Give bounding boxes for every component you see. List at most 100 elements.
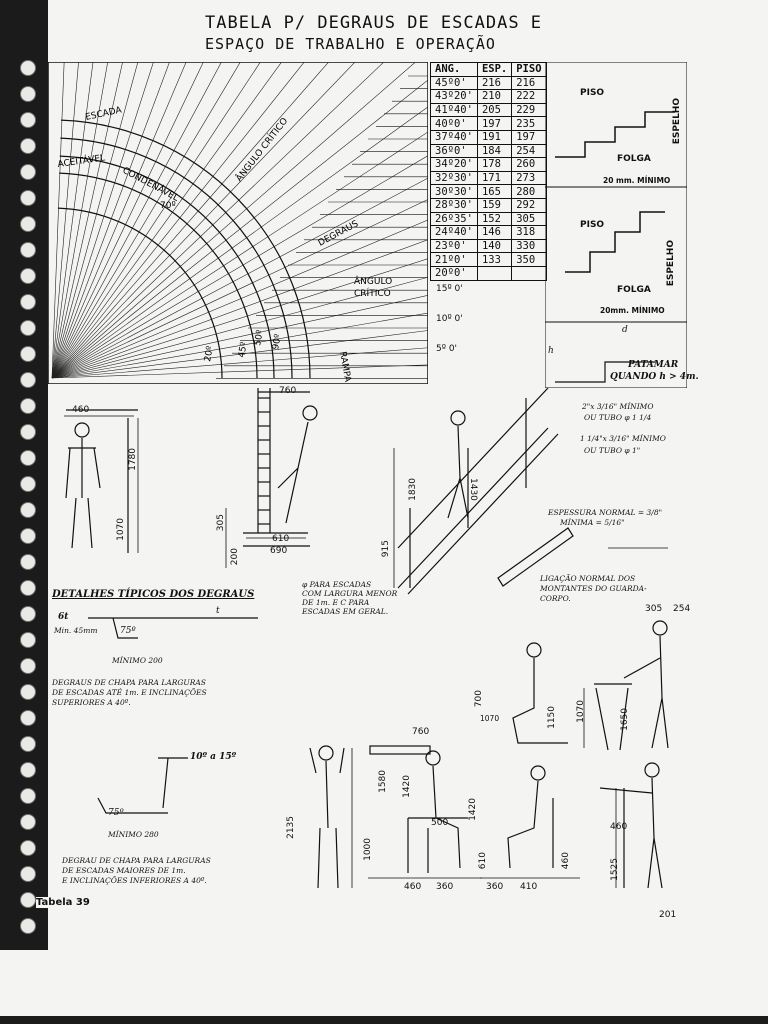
note-rail-1: 2"x 3/16" MÍNIMO	[582, 402, 654, 411]
spiral-binding	[0, 0, 48, 950]
label-patamar: PATAMAR	[628, 360, 679, 370]
dim-410: 410	[520, 882, 538, 892]
binding-hole	[20, 502, 36, 518]
label-critico: CRÍTICO	[354, 287, 391, 299]
cell-ang: 40º0'	[430, 116, 478, 131]
cell-esp: 205	[476, 102, 513, 118]
ergonomic-figures	[64, 388, 669, 889]
label-min200: MÍNIMO 200	[112, 656, 163, 665]
cell-ang: 34º20'	[430, 157, 478, 172]
angle-arc	[60, 137, 293, 379]
cell-piso: 305	[511, 211, 547, 227]
label-escada: ESCADA	[85, 105, 124, 123]
angle-ray	[51, 62, 356, 379]
dim-1650: 1650	[620, 708, 630, 731]
angle-ray	[51, 276, 428, 379]
angle-arc	[57, 207, 223, 379]
dim-254: 254	[673, 604, 691, 614]
dim-1580: 1580	[378, 770, 388, 793]
note-chapa-1c: SUPERIORES A 40º.	[52, 698, 131, 707]
dim-460-d: 460	[610, 822, 628, 832]
bottom-edge	[0, 1016, 768, 1024]
binding-hole	[20, 710, 36, 726]
binding-hole	[20, 450, 36, 466]
note-espessura-2: MÍNIMA = 5/16"	[560, 518, 625, 527]
angle-ray	[51, 219, 428, 379]
label-angulo: ÂNGULO	[354, 275, 392, 287]
binding-hole	[20, 658, 36, 674]
binding-hole	[20, 138, 36, 154]
label-h: h	[548, 346, 554, 356]
note-chapa-2c: E INCLINAÇÕES INFERIORES A 40º.	[62, 876, 207, 885]
dim-760-a: 760	[279, 386, 297, 396]
binding-hole	[20, 892, 36, 908]
label-folga-2: FOLGA	[617, 285, 651, 295]
angle-arc	[60, 119, 311, 379]
cell-esp: 159	[476, 197, 513, 213]
angle-10: 10º 0'	[436, 314, 463, 324]
dim-760-b: 760	[412, 727, 430, 737]
dim-610-b: 610	[478, 852, 488, 870]
dim-1070-a: 1070	[116, 518, 126, 541]
binding-hole	[20, 60, 36, 76]
angle-ray	[51, 62, 109, 379]
binding-hole	[20, 424, 36, 440]
cell-esp: 152	[476, 211, 513, 227]
cell-piso: 216	[511, 75, 547, 91]
label-angulo-critico-top: ÂNGULO CRÍTICO	[233, 115, 290, 184]
note-rail-2b: OU TUBO φ 1"	[584, 446, 641, 455]
page-title: TABELA P/ DEGRAUS DE ESCADAS E	[205, 13, 543, 33]
cell-esp: 178	[476, 157, 513, 172]
label-75-a: 75º	[120, 626, 136, 636]
cell-esp: 216	[476, 75, 513, 91]
binding-hole	[20, 528, 36, 544]
label-piso-2: PISO	[580, 220, 605, 230]
dim-305-a: 305	[216, 514, 226, 532]
label-piso-1: PISO	[580, 88, 605, 98]
binding-hole	[20, 372, 36, 388]
cell-ang: 36º0'	[430, 143, 478, 159]
angle-ray	[51, 62, 261, 379]
angle-arc	[59, 172, 258, 379]
cell-esp	[476, 265, 513, 281]
cell-piso: 197	[511, 129, 547, 145]
note-espessura: ESPESSURA NORMAL = 3/8"	[548, 508, 663, 517]
label-45deg: 45º	[237, 341, 250, 358]
dim-1525: 1525	[610, 858, 620, 881]
binding-hole	[20, 320, 36, 336]
dim-1830: 1830	[408, 478, 418, 501]
angle-ray	[51, 258, 428, 379]
angle-5: 5º 0'	[436, 344, 458, 354]
binding-hole	[20, 86, 36, 102]
note-rail-2: 1 1/4"x 3/16" MÍNIMO	[580, 434, 666, 443]
dim-460-a: 460	[72, 405, 90, 415]
label-min45: Min. 45mm	[54, 626, 98, 635]
cell-esp: 191	[476, 129, 513, 145]
section-detalhes: DETALHES TÍPICOS DOS DEGRAUS	[52, 589, 255, 600]
binding-hole	[20, 216, 36, 232]
cell-ang: 23º0'	[430, 238, 478, 254]
binding-hole	[20, 242, 36, 258]
note-chapa-2b: DE ESCADAS MAIORES DE 1m.	[62, 866, 186, 875]
dim-1420-a: 1420	[402, 775, 412, 798]
cell-ang: 30º30'	[430, 184, 478, 199]
dim-460-c: 460	[404, 882, 422, 892]
label-20mm-1: 20 mm. MÍNIMO	[603, 176, 671, 185]
cell-piso: 254	[511, 143, 547, 159]
binding-hole	[20, 918, 36, 934]
stair-angle-chart: ESCADA ACEITÁVEL CONDENÁVEL 70º ÂNGULO C…	[48, 62, 428, 384]
cell-esp: 165	[476, 184, 513, 199]
cell-esp: 171	[476, 170, 513, 186]
cell-ang: 24º40'	[430, 225, 478, 240]
angle-ray	[51, 131, 428, 379]
angle-ray	[51, 62, 170, 379]
label-20deg: 20º	[203, 345, 216, 362]
cell-esp: 184	[476, 143, 513, 159]
dim-500: 500	[431, 818, 449, 828]
label-6t: 6t	[58, 612, 69, 622]
label-d: d	[622, 325, 628, 335]
angle-ray	[51, 330, 428, 379]
